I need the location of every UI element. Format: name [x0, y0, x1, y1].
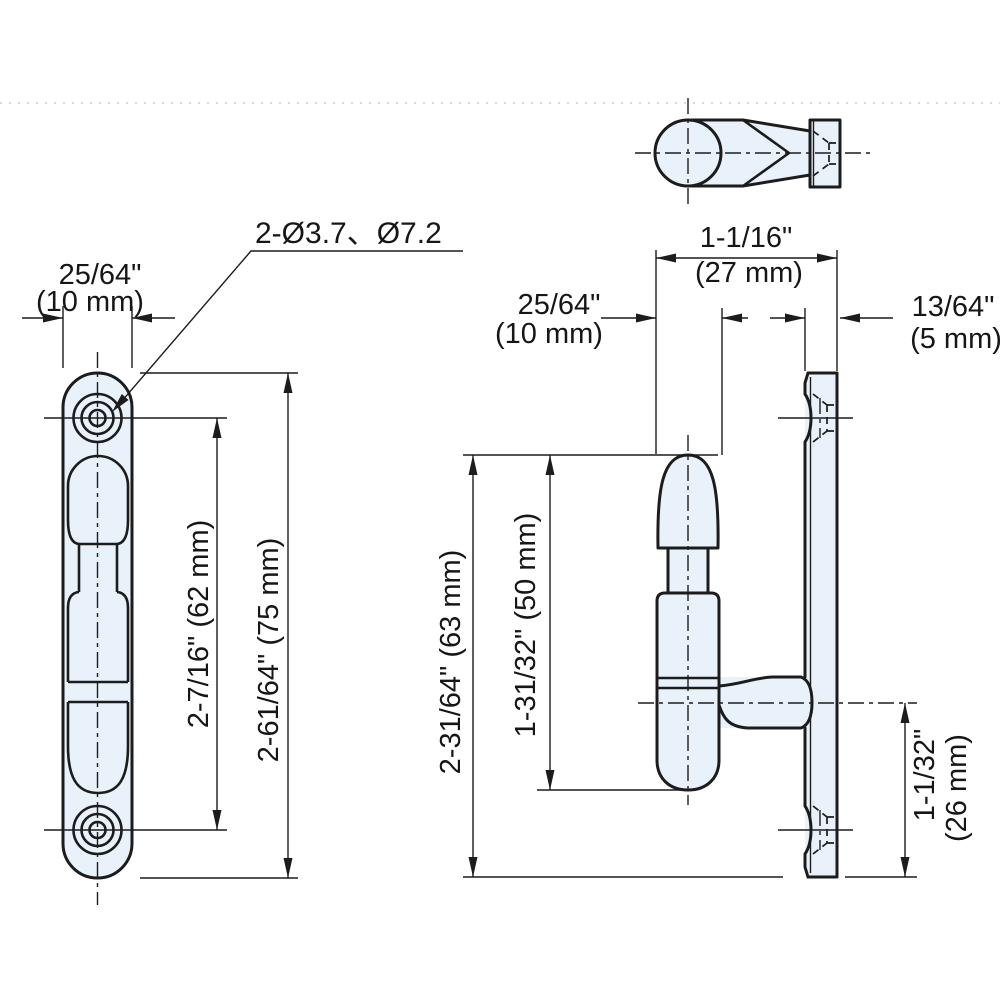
top-view-knob-circle [653, 118, 723, 188]
top-view [635, 98, 872, 208]
side-plate-hole-crosshairs [778, 417, 853, 831]
side-offset-mm-label: (26 mm) [941, 734, 973, 842]
side-depth-dimension: 1-1/16" (27 mm) [655, 222, 838, 454]
side-pin-dia-dimension: 25/64" (10 mm) [495, 289, 748, 455]
side-pin-arm-joint-lines [657, 676, 719, 690]
front-knuckle-band [77, 544, 119, 592]
front-bottom-hole [44, 804, 227, 856]
side-plate-back-outline [806, 371, 839, 879]
side-pin [655, 435, 721, 805]
front-height-label: 2-61/64" (75 mm) [253, 538, 285, 763]
hole-callout-label: 2-Ø3.7、Ø7.2 [255, 217, 442, 250]
front-height-dimension: 2-61/64" (75 mm) [140, 372, 298, 879]
top-view-plate-section [808, 118, 842, 189]
side-thickness-dimension: 13/64" (5 mm) [770, 291, 1000, 371]
side-view: 1-1/16" (27 mm) 25/64" (10 mm) 13/64" (5… [435, 222, 1000, 879]
side-height-dimension: 2-31/64" (63 mm) [435, 454, 917, 878]
side-thickness-mm-label: (5 mm) [910, 323, 1000, 355]
front-knuckle-dome [66, 454, 130, 546]
side-thickness-in-label: 13/64" [912, 291, 995, 323]
side-pin-dia-in-label: 25/64" [518, 289, 601, 321]
front-width-mm-label: (10 mm) [36, 286, 144, 318]
side-depth-mm-label: (27 mm) [695, 257, 803, 289]
front-knuckle-body [66, 590, 130, 682]
side-height-label: 2-31/64" (63 mm) [435, 550, 467, 775]
front-width-dimension: 25/64" (10 mm) [22, 259, 175, 368]
side-plate [778, 371, 853, 879]
front-knuckle-lower-arc [66, 702, 130, 795]
front-view: 25/64" (10 mm) 2-7/16" (62 mm) 2-61/64" … [22, 217, 463, 905]
top-view-wedge-lines [742, 118, 791, 188]
side-pin-length-label: 1-31/32" (50 mm) [510, 513, 542, 738]
side-pin-body [655, 591, 721, 792]
side-offset-dimension: 1-1/32" (26 mm) [900, 703, 973, 877]
side-depth-in-label: 1-1/16" [700, 222, 793, 254]
hole-callout: 2-Ø3.7、Ø7.2 [112, 217, 463, 412]
front-knuckle-joint-lines [68, 680, 128, 704]
front-hole-pitch-label: 2-7/16" (62 mm) [183, 520, 215, 729]
side-pin-length-dimension: 1-31/32" (50 mm) [510, 455, 692, 791]
front-plate-outline [61, 371, 134, 880]
front-top-hole [44, 392, 227, 444]
side-pin-dia-mm-label: (10 mm) [495, 318, 603, 350]
side-offset-in-label: 1-1/32" [909, 729, 941, 822]
front-hole-pitch-dimension: 2-7/16" (62 mm) [183, 418, 222, 830]
side-pin-neck [666, 546, 710, 595]
front-width-in-label: 25/64" [59, 259, 142, 291]
